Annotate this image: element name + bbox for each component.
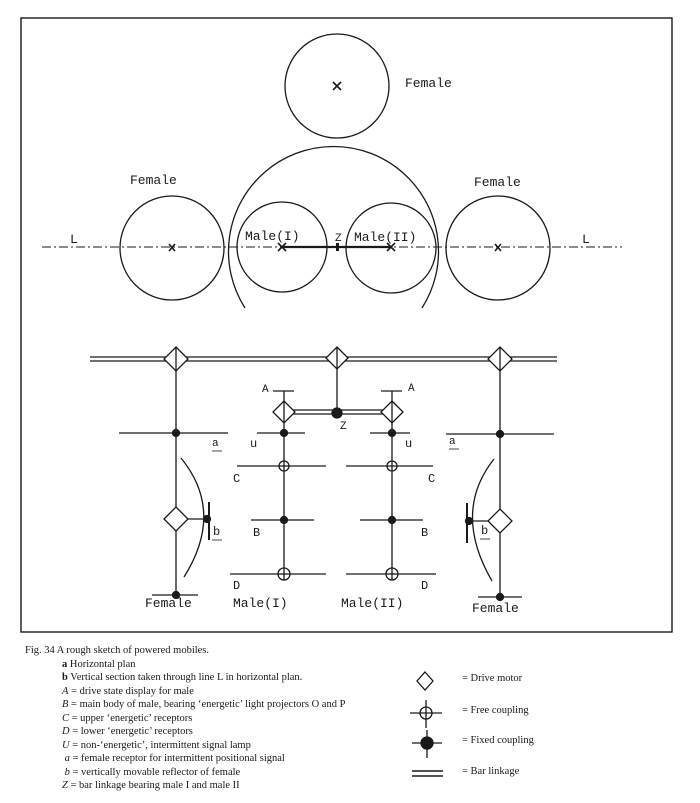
x-mark-left <box>168 243 176 252</box>
legend-item-drive-motor: = Drive motor <box>400 668 660 692</box>
female-top-circle <box>284 33 390 139</box>
center-marks <box>168 81 502 252</box>
bar-linkage-icon <box>412 770 443 777</box>
label-a-left: a <box>212 438 219 450</box>
label-female-right-section: Female <box>472 601 519 616</box>
legend-item-free-coupling: = Free coupling <box>400 700 660 728</box>
x-mark-male1 <box>277 242 287 252</box>
label-female-left: Female <box>130 173 177 188</box>
label-male-2-section: Male(II) <box>341 596 403 611</box>
label-male-1-section: Male(I) <box>233 596 288 611</box>
label-l-right: L <box>582 232 590 247</box>
figure-caption: Fig. 34 A rough sketch of powered mobile… <box>25 644 405 793</box>
female-left-reflector-motor <box>163 506 189 532</box>
label-a-upper-right: A <box>408 383 415 395</box>
horizontal-plan <box>42 33 622 309</box>
label-z-plan: Z <box>335 233 342 245</box>
caption-item: D = lower ‘energetic’ receptors <box>62 726 193 737</box>
figure-frame <box>20 17 673 633</box>
label-female-right: Female <box>474 175 521 190</box>
label-male-2-plan: Male(II) <box>354 230 416 245</box>
caption-item: b = vertically movable reflector of fema… <box>64 766 241 778</box>
label-z-section: Z <box>340 421 347 433</box>
caption-sub-b: b Vertical section taken through line L … <box>62 672 303 683</box>
figure-34-diagram: Female Female Female Male(I) Male(II) Z … <box>20 17 673 633</box>
label-l-left: L <box>70 232 78 247</box>
caption-item: A = drive state display for male <box>62 685 194 697</box>
label-b-female-left: b <box>213 525 220 539</box>
caption-title: Fig. 34 A rough sketch of powered mobile… <box>25 645 210 656</box>
label-c-left: C <box>233 472 240 486</box>
legend-item-fixed-coupling: = Fixed coupling <box>400 730 660 758</box>
label-female-top: Female <box>405 76 452 91</box>
drive-motor-icon <box>416 671 434 691</box>
legend-item-bar-linkage: = Bar linkage <box>400 761 660 785</box>
caption-item: U = non-‘energetic’, intermittent signal… <box>62 739 251 751</box>
caption-item: a = female receptor for intermittent pos… <box>64 753 285 764</box>
female-right-reflector-arc <box>471 458 495 582</box>
label-b-right: B <box>421 526 428 540</box>
vertical-section <box>90 346 557 602</box>
label-a-right: a <box>449 436 456 448</box>
female-left-reflector-arc <box>180 457 205 578</box>
male-enclosure-arc <box>227 145 440 309</box>
label-d-right: D <box>421 579 428 593</box>
label-male-1-plan: Male(I) <box>245 229 300 244</box>
label-b-left: B <box>253 526 260 540</box>
caption-item: B = main body of male, bearing ‘energeti… <box>62 699 346 710</box>
female-right-reflector-motor <box>487 508 513 534</box>
z-fixed-coupling <box>331 407 343 419</box>
female-left-circle <box>119 195 225 301</box>
z-mark <box>336 243 339 251</box>
label-d-left: D <box>233 579 240 593</box>
label-female-left-section: Female <box>145 596 192 611</box>
fixed-coupling-icon <box>412 730 442 758</box>
free-coupling-icon <box>410 700 442 728</box>
label-c-right: C <box>428 472 435 486</box>
x-mark-right <box>494 243 502 252</box>
x-mark-male2 <box>386 242 396 252</box>
x-mark-top <box>332 81 342 91</box>
label-b-female-right: b <box>481 524 488 538</box>
label-a-upper-left: A <box>262 384 269 396</box>
female-left-fixed-coupling <box>171 428 181 438</box>
female-right-circle <box>445 195 551 301</box>
caption-item: Z = bar linkage bearing male I and male … <box>62 780 240 791</box>
caption-item: C = upper ‘energetic’ receptors <box>62 712 193 724</box>
label-u-right: u <box>405 437 412 451</box>
label-u-left: u <box>250 437 257 451</box>
female-right-fixed-coupling <box>495 429 505 439</box>
caption-sub-a: a Horizontal plan <box>62 658 136 670</box>
